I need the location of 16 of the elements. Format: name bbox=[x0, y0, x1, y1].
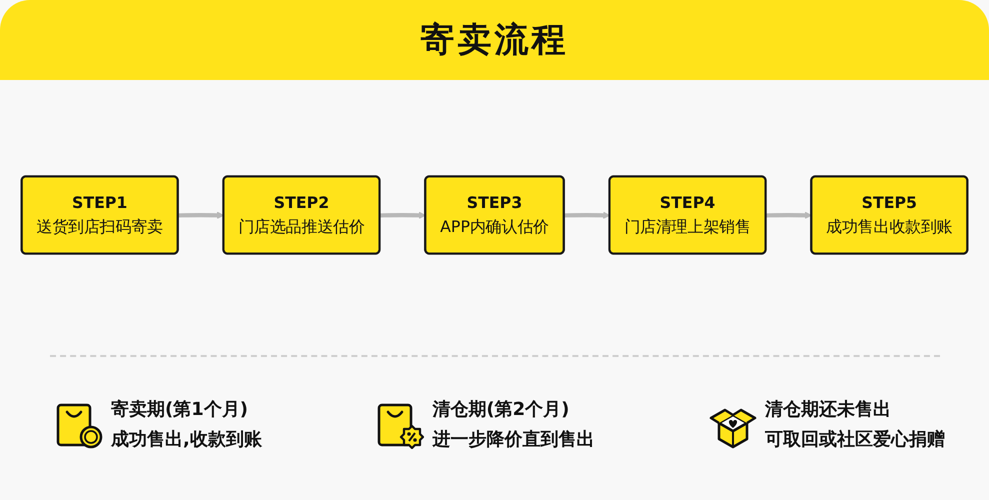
period-note: 成功售出,收款到账 bbox=[111, 428, 262, 452]
period-note: 进一步降价直到售出 bbox=[432, 428, 594, 452]
arrow bbox=[178, 212, 224, 219]
title: 寄卖流程 bbox=[420, 19, 568, 62]
period-note: 可取回或社区爱心捐赠 bbox=[765, 428, 945, 452]
arrow bbox=[564, 212, 610, 219]
period-heading: 清仓期(第2个月) bbox=[432, 398, 570, 422]
process-box: STEP2 门店选品推送估价 bbox=[222, 175, 381, 255]
process-box: STEP4 门店清理上架销售 bbox=[608, 175, 767, 255]
process-box: STEP3 APP内确认估价 bbox=[424, 175, 565, 255]
arrow bbox=[380, 212, 426, 219]
process-box: STEP5 成功售出收款到账 bbox=[810, 175, 968, 255]
arrow bbox=[766, 212, 812, 219]
period-heading: 清仓期还未售出 bbox=[765, 398, 891, 422]
process-box: STEP1 送货到店扫码寄卖 bbox=[20, 175, 179, 255]
period-heading: 寄卖期(第1个月) bbox=[111, 398, 248, 422]
